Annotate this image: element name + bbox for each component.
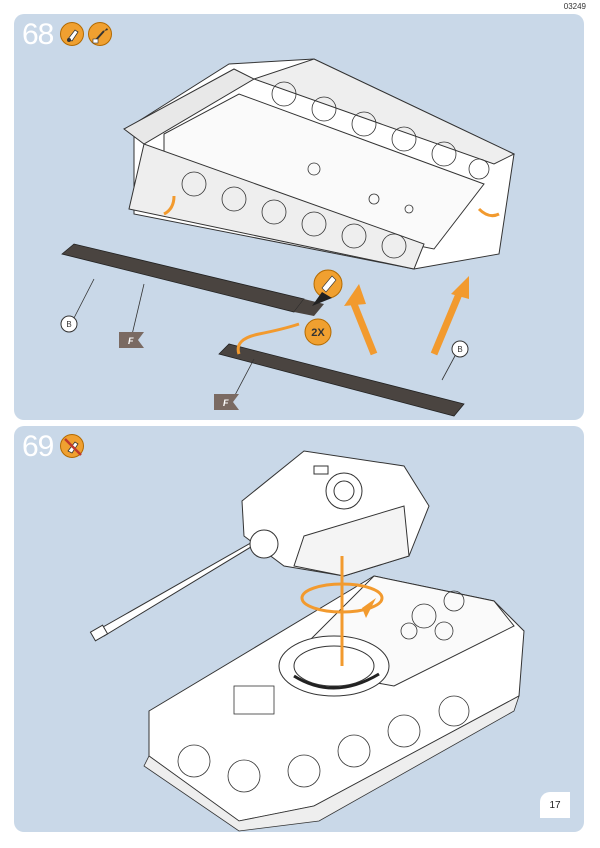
step-number: 69: [22, 430, 54, 463]
engine-deck: [233, 590, 465, 715]
rotation-arrow: [300, 556, 384, 666]
hull-underside: [123, 58, 516, 270]
turret: [241, 450, 430, 577]
step-68-illustration: 2X B B F F: [60, 58, 516, 417]
catalog-code: 03249: [563, 2, 586, 11]
move-arrow: [236, 322, 300, 355]
flag-marker: [214, 394, 239, 410]
gun-barrel: [89, 529, 279, 642]
paint-brush-icon: [88, 22, 112, 46]
flag-marker: [119, 332, 144, 348]
multiplier-label: 2X: [311, 327, 325, 339]
flag-label: F: [223, 398, 229, 408]
install-arrow-right: [430, 276, 469, 356]
install-arrow-left: [344, 284, 378, 356]
page-number: 17: [540, 792, 570, 818]
attach-arrow: [477, 207, 500, 218]
track-strip-upper: [61, 243, 324, 316]
track-and-wheels: [143, 695, 520, 832]
glue-tube-icon: [60, 22, 84, 46]
flag-label: F: [128, 336, 134, 346]
part-label: B: [66, 320, 71, 329]
part-label-circle: [451, 340, 469, 358]
glue-callout: [312, 269, 343, 306]
step-68-panel: 68: [14, 14, 584, 420]
step-69-panel: 69: [14, 426, 584, 832]
attach-arrow: [163, 195, 176, 216]
multiplier-badge: 2X: [304, 318, 332, 346]
no-glue-icon: [60, 434, 84, 458]
part-label-circle: [60, 315, 78, 333]
part-label: B: [457, 345, 462, 354]
step-number: 68: [22, 18, 54, 51]
step-69-illustration: [89, 450, 525, 832]
road-wheels: [181, 81, 490, 259]
track-strip-lower: [218, 343, 465, 417]
